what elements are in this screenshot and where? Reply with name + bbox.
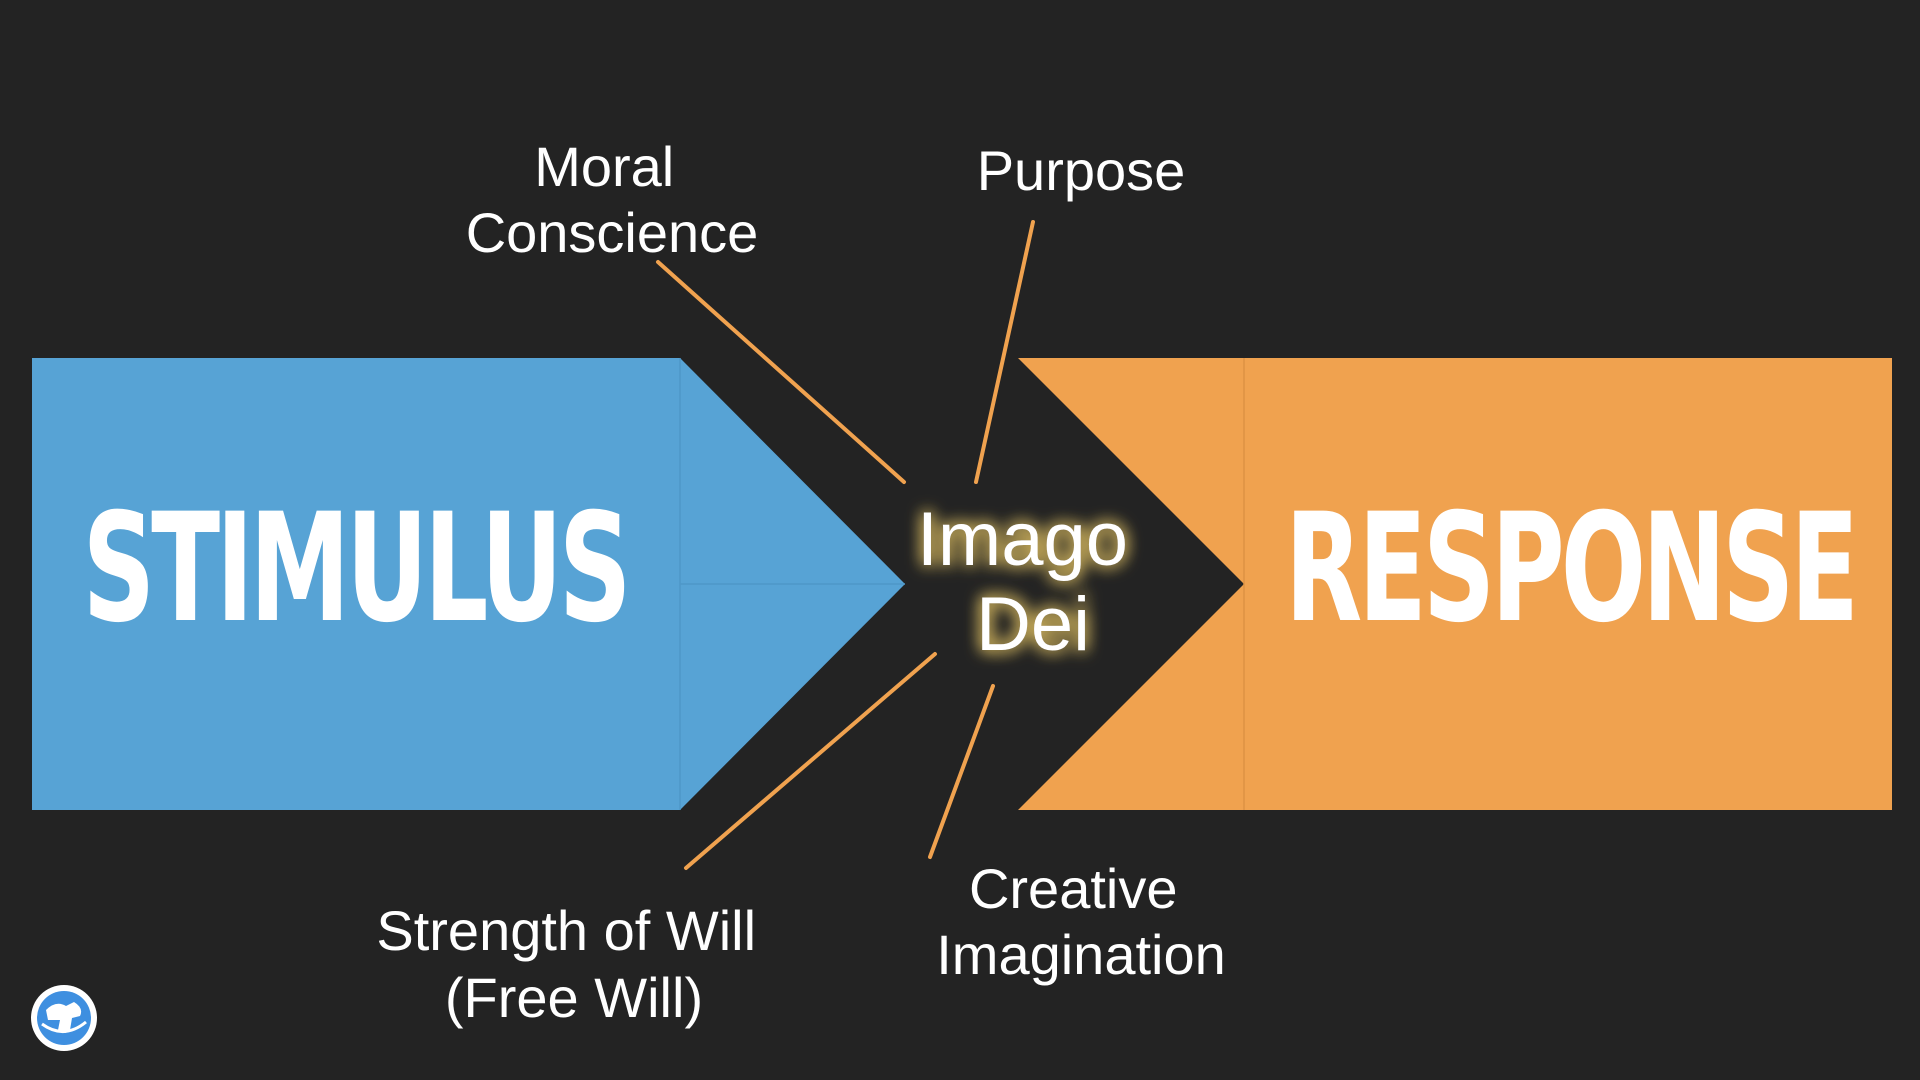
stimulus-label: STIMULUS bbox=[83, 482, 628, 656]
purpose-connector bbox=[974, 220, 1035, 484]
stimulus-arrow bbox=[32, 358, 905, 810]
creative-imagination-connector bbox=[928, 684, 995, 859]
free-will-label: Strength of Will (Free Will) bbox=[376, 899, 771, 1029]
moral-conscience-connector bbox=[656, 260, 906, 484]
free-will-connector bbox=[684, 652, 937, 870]
purpose-label: Purpose bbox=[977, 139, 1186, 202]
creative-label-line2: Imagination bbox=[936, 923, 1226, 986]
response-label: RESPONSE bbox=[1285, 482, 1855, 656]
response-chevron bbox=[1018, 358, 1892, 810]
creative-imagination-label: Creative Imagination bbox=[936, 857, 1226, 986]
center-line1: Imago bbox=[917, 497, 1128, 582]
imago-dei-label: Imago Dei bbox=[917, 497, 1149, 667]
moral-conscience-label: Moral Conscience bbox=[466, 135, 759, 264]
will-label-line1: Strength of Will bbox=[376, 899, 756, 962]
moral-label-line2: Conscience bbox=[466, 201, 759, 264]
creative-label-line1: Creative bbox=[969, 857, 1178, 920]
center-line2: Dei bbox=[976, 582, 1090, 667]
will-label-line2: (Free Will) bbox=[445, 966, 703, 1029]
moral-label-line1: Moral bbox=[534, 135, 674, 198]
globe-badge-icon bbox=[31, 985, 97, 1051]
